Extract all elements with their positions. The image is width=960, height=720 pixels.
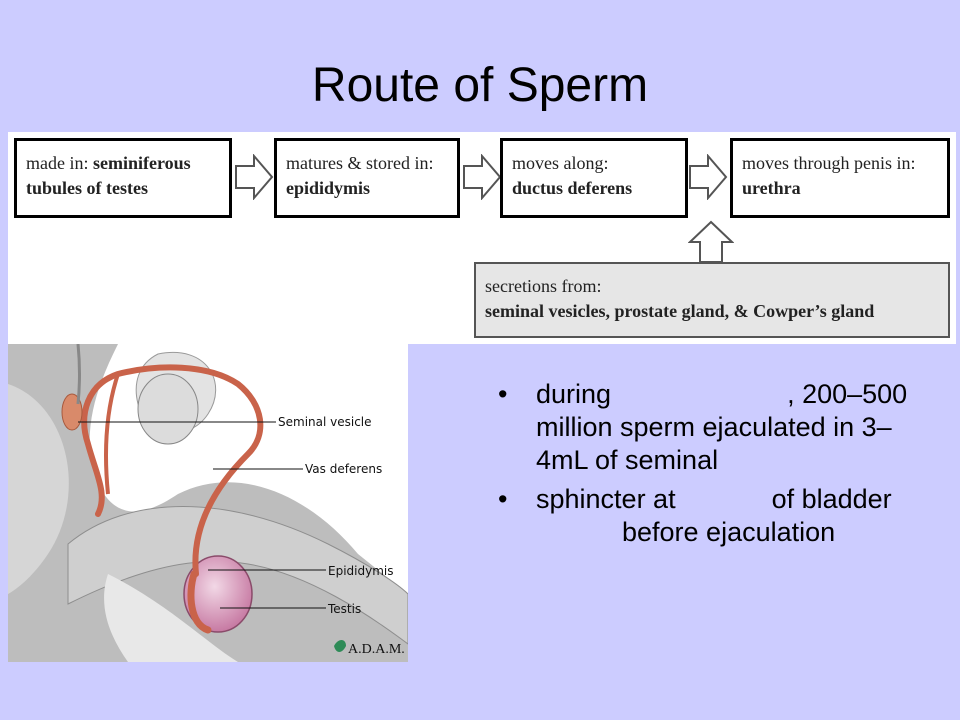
bullet-2-part2: of bladder bbox=[771, 484, 892, 514]
penis-label: moves through penis in: bbox=[742, 153, 916, 173]
bullet-dot-icon: • bbox=[498, 484, 508, 514]
secretions-value: seminal vesicles, prostate gland, & Cowp… bbox=[485, 301, 875, 321]
flow-box-made-in: made in: seminiferous tubules of testes bbox=[14, 138, 232, 218]
flow-box-matures: matures & stored in: epididymis bbox=[274, 138, 460, 218]
matures-value: epididymis bbox=[286, 178, 371, 198]
label-seminal-vesicle: Seminal vesicle bbox=[278, 415, 372, 429]
flow-box-secretions: secretions from: seminal vesicles, prost… bbox=[474, 262, 950, 338]
made-in-value-part2: tubules of testes bbox=[26, 178, 148, 198]
label-epididymis: Epididymis bbox=[328, 564, 394, 578]
bullet-dot-icon: • bbox=[498, 379, 508, 409]
bullet-item-1: • during, 200–500 million sperm ejaculat… bbox=[498, 378, 918, 477]
bullet-2-part3: before ejaculation bbox=[622, 517, 836, 547]
arrow-right-icon bbox=[689, 154, 728, 200]
bullet-list: • during, 200–500 million sperm ejaculat… bbox=[498, 378, 918, 555]
bullet-2-part1: sphincter at bbox=[536, 484, 676, 514]
secretions-label: secretions from: bbox=[485, 276, 602, 296]
flow-box-moves-along: moves along: ductus deferens bbox=[500, 138, 688, 218]
made-in-value-part1: seminiferous bbox=[92, 153, 191, 173]
adam-credit-logo: A.D.A.M. bbox=[348, 642, 405, 657]
made-in-prefix: made in: bbox=[26, 153, 89, 173]
arrow-up-icon bbox=[688, 220, 734, 263]
flow-diagram: made in: seminiferous tubules of testes … bbox=[8, 132, 956, 344]
bullet-item-2: • sphincter at of bladderbefore ejaculati… bbox=[498, 483, 918, 549]
moves-along-label: moves along: bbox=[512, 153, 609, 173]
male-reproductive-anatomy-image bbox=[8, 344, 408, 662]
label-vas-deferens: Vas deferens bbox=[305, 462, 383, 476]
flow-box-penis: moves through penis in: urethra bbox=[730, 138, 950, 218]
penis-value: urethra bbox=[742, 178, 801, 198]
arrow-right-icon bbox=[235, 154, 274, 200]
anatomy-illustration: Seminal vesicle Vas deferens Epididymis … bbox=[8, 344, 408, 662]
arrow-right-icon bbox=[463, 154, 502, 200]
label-testis: Testis bbox=[328, 602, 362, 616]
slide-title: Route of Sperm bbox=[311, 59, 649, 112]
matures-label: matures & stored in: bbox=[286, 153, 434, 173]
bullet-1-part2: , 200–500 million sperm ejaculated in 3–… bbox=[536, 379, 908, 475]
moves-along-value: ductus deferens bbox=[512, 178, 633, 198]
bullet-1-part1: during bbox=[536, 379, 612, 409]
